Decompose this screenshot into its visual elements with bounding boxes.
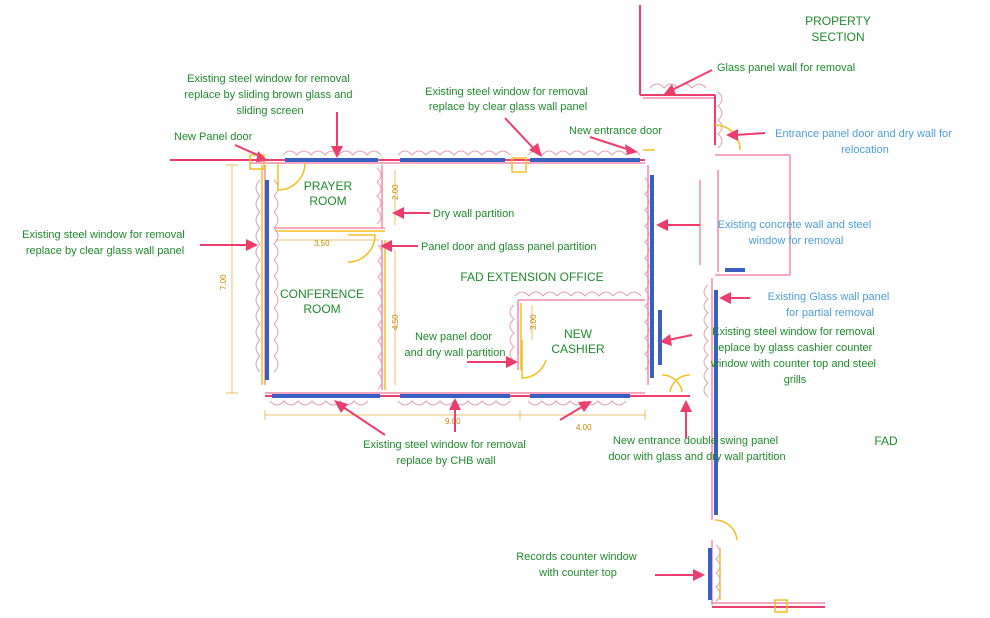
note-cashier-counter: Existing steel window for removal replac… [710, 326, 879, 386]
dim-200: 2.00 [391, 184, 400, 200]
note-dry-wall-partition: Dry wall partition [433, 208, 514, 220]
note-window-clear-top: Existing steel window for removal replac… [425, 86, 591, 113]
room-prayer-2: ROOM [309, 194, 346, 208]
note-records-counter: Records counter window with counter top [516, 551, 640, 579]
note-window-chb: Existing steel window for removal replac… [363, 439, 529, 467]
note-new-panel-door: New Panel door [174, 131, 253, 143]
dim-400: 4.00 [576, 423, 592, 432]
room-prayer-1: PRAYER [304, 179, 353, 193]
dim-700: 7.00 [219, 274, 228, 290]
room-conference-1: CONFERENCE [280, 287, 364, 301]
dim-450: 4.50 [391, 314, 400, 330]
note-concrete-wall: Existing concrete wall and steel window … [718, 219, 875, 247]
note-double-swing: New entrance double swing panel door wit… [608, 435, 785, 463]
note-new-panel-dry: New panel door and dry wall partition [405, 331, 506, 359]
room-conference-2: ROOM [303, 302, 340, 316]
room-cashier-2: CASHIER [551, 342, 605, 356]
dimension-labels: 2.00 3.50 7.00 4.00 9.00 3.00 4.50 [219, 184, 592, 432]
annotations: Existing steel window for removal replac… [22, 62, 955, 579]
room-fad: FAD [874, 434, 898, 448]
note-window-clear-left: Existing steel window for removal replac… [22, 229, 188, 257]
leader-arrows [200, 69, 766, 581]
room-property-1: PROPERTY [805, 14, 871, 28]
room-labels: PRAYER ROOM CONFERENCE ROOM FAD EXTENSIO… [280, 14, 898, 448]
windows [265, 158, 712, 600]
room-property-2: SECTION [811, 30, 864, 44]
note-glass-panel-wall: Glass panel wall for removal [717, 62, 855, 74]
dim-350: 3.50 [314, 239, 330, 248]
dim-300: 3.00 [529, 314, 538, 330]
note-panel-door-glass: Panel door and glass panel partition [421, 241, 597, 253]
note-new-entrance-door: New entrance door [569, 125, 662, 137]
note-glass-wall-partial: Existing Glass wall panel for partial re… [768, 291, 893, 319]
room-office: FAD EXTENSION OFFICE [460, 270, 603, 284]
dim-900: 9.00 [445, 417, 461, 426]
note-entrance-relocation: Entrance panel door and dry wall for rel… [775, 128, 955, 156]
room-cashier-1: NEW [564, 327, 593, 341]
note-window-sliding: Existing steel window for removal replac… [184, 73, 355, 117]
